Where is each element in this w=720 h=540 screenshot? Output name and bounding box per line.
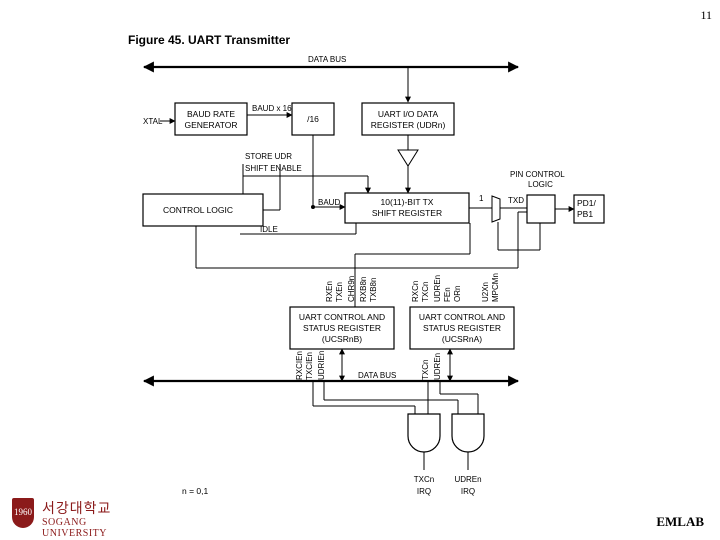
bit-txc: TXCn — [421, 282, 430, 302]
bit-txen: TXEn — [335, 282, 344, 302]
ucsrb-block — [289, 306, 395, 350]
top-data-bus-label: DATA BUS — [308, 55, 346, 64]
port-pin-line1: PD1/ — [577, 198, 597, 208]
ucsrb-line1: UART CONTROL AND — [299, 312, 385, 322]
port-pin-block — [573, 194, 605, 224]
figure-title: Figure 45. UART Transmitter — [128, 33, 290, 47]
baud-rate-generator-line2: GENERATOR — [184, 120, 237, 130]
university-name-english: SOGANG UNIVERSITY — [42, 517, 107, 539]
pin-control-line2: LOGIC — [528, 180, 553, 189]
bit-udrie: UDRIEn — [317, 351, 326, 380]
bit-rxcie: RXCIEn — [295, 351, 304, 380]
ucsra-line2: STATUS REGISTER — [423, 323, 501, 333]
divider-label: /16 — [307, 114, 319, 124]
txc-irq-line1: TXCn — [414, 475, 434, 484]
ucsrb-line2: STATUS REGISTER — [303, 323, 381, 333]
udre-and-gate — [451, 413, 485, 453]
shift-register-line1: 10(11)-BIT TX — [381, 197, 434, 207]
bit-or: ORn — [453, 286, 462, 302]
ucsra-bottom-bits: TXCn UDREn — [421, 353, 442, 380]
data-register-line1: UART I/O DATA — [378, 109, 439, 119]
txd-label: TXD — [508, 196, 524, 205]
emlab-label: EMLAB — [656, 514, 704, 529]
bit-rxb8: RXB8n — [359, 277, 368, 302]
ucsra-block — [409, 306, 515, 350]
ucsrb-bottom-bits: RXCIEn TXCIEn UDRIEn — [295, 351, 326, 380]
buffer-triangle — [397, 149, 419, 167]
shift-enable-label: SHIFT ENABLE — [245, 164, 302, 173]
baud-rate-generator-line1: BAUD RATE — [187, 109, 235, 119]
bit-mpcm: MPCMn — [491, 273, 500, 302]
port-pin-line2: PB1 — [577, 209, 593, 219]
txc-and-gate — [407, 413, 441, 453]
ucsra-line1: UART CONTROL AND — [419, 312, 505, 322]
ucsrb-top-bits: RXEn TXEn CHR9n RXB8n TXB8n — [325, 276, 378, 302]
control-logic-label: CONTROL LOGIC — [163, 205, 233, 215]
ucsra-top-bits: RXCn TXCn UDREn FEn ORn U2Xn MPCMn — [411, 273, 500, 302]
bit-txb8: TXB8n — [369, 278, 378, 302]
store-udr-label: STORE UDR — [245, 152, 292, 161]
bit-chr9: CHR9n — [347, 276, 356, 302]
one-label: 1 — [479, 194, 484, 203]
baud-rate-generator-block — [174, 102, 248, 136]
bit-udre-bottom: UDREn — [433, 353, 442, 380]
bit-rxen: RXEn — [325, 281, 334, 302]
data-register-block — [361, 102, 455, 136]
idle-label: IDLE — [260, 225, 278, 234]
page-number: 11 — [700, 8, 712, 22]
bit-txc-bottom: TXCn — [421, 360, 430, 380]
university-crest-icon: 1960 — [12, 498, 34, 528]
xtal-label: XTAL — [143, 117, 163, 126]
mux — [491, 195, 501, 223]
shift-register-line2: SHIFT REGISTER — [372, 208, 442, 218]
bit-fe: FEn — [443, 287, 452, 302]
shift-register-block — [344, 192, 470, 224]
university-name-korean: 서강대학교 — [42, 501, 112, 517]
udre-irq-line2: IRQ — [461, 487, 475, 496]
bit-rxc: RXCn — [411, 281, 420, 302]
pin-control-block — [526, 194, 556, 224]
txc-irq-line2: IRQ — [417, 487, 431, 496]
bit-u2x: U2Xn — [481, 282, 490, 302]
data-register-line2: REGISTER (UDRn) — [371, 120, 446, 130]
udre-irq-line1: UDREn — [454, 475, 481, 484]
baud-label: BAUD — [318, 198, 340, 207]
control-logic-block — [142, 193, 264, 227]
ucsra-line3: (UCSRnA) — [442, 334, 482, 344]
bit-txcie: TXCIEn — [305, 352, 314, 380]
sogang-university-logo: 1960 서강대학교 SOGANG UNIVERSITY — [12, 498, 142, 539]
bottom-data-bus-label: DATA BUS — [358, 371, 396, 380]
baud-x16-label: BAUD x 16 — [252, 104, 292, 113]
n-note: n = 0,1 — [182, 486, 209, 496]
bit-udre: UDREn — [433, 275, 442, 302]
pin-control-line1: PIN CONTROL — [510, 170, 565, 179]
ucsrb-line3: (UCSRnB) — [322, 334, 362, 344]
